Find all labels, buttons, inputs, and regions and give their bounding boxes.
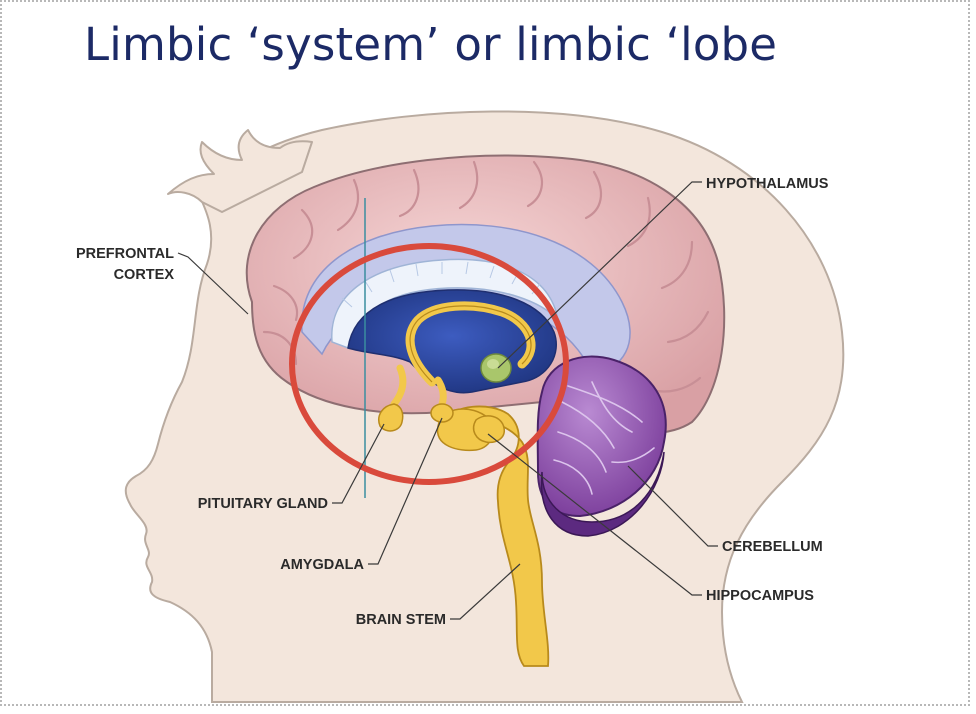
slide-title: Limbic ‘system’ or limbic ‘lobe xyxy=(84,18,778,71)
limbic-highlight-ring xyxy=(289,243,569,485)
fornix-outline xyxy=(409,305,532,383)
amygdala xyxy=(430,403,454,423)
hypothalamus-highlight xyxy=(487,359,499,369)
leader-hippocampus xyxy=(487,433,702,596)
label-pituitary-gland: PITUITARY GLAND xyxy=(198,496,328,512)
hippocampus xyxy=(472,415,505,444)
leader-lines xyxy=(177,181,718,620)
cerebellum-lower-folia xyxy=(540,451,665,537)
leader-pituitary-gland xyxy=(332,423,385,504)
label-amygdala: AMYGDALA xyxy=(280,557,364,573)
brain-diagram: PREFRONTAL CORTEX HYPOTHALAMUS PITUITARY… xyxy=(76,110,845,703)
brain-stem xyxy=(439,405,550,667)
pituitary-gland xyxy=(378,403,404,432)
label-prefrontal-cortex-line2: CORTEX xyxy=(114,267,175,283)
leader-cerebellum xyxy=(627,465,718,547)
cerebellum-folia xyxy=(553,381,655,495)
leader-brain-stem xyxy=(450,563,521,620)
leader-hypothalamus xyxy=(497,181,702,369)
label-prefrontal-cortex-line1: PREFRONTAL xyxy=(76,246,174,262)
leader-amygdala xyxy=(368,417,443,565)
cortex-folds xyxy=(262,160,710,393)
hair-spikes xyxy=(167,129,313,213)
leader-prefrontal-cortex xyxy=(177,252,249,315)
label-hypothalamus: HYPOTHALAMUS xyxy=(706,176,829,192)
label-hippocampus: HIPPOCAMPUS xyxy=(706,588,814,604)
label-brain-stem: BRAIN STEM xyxy=(356,612,446,628)
cerebellum xyxy=(536,355,667,518)
label-cerebellum: CEREBELLUM xyxy=(722,539,823,555)
